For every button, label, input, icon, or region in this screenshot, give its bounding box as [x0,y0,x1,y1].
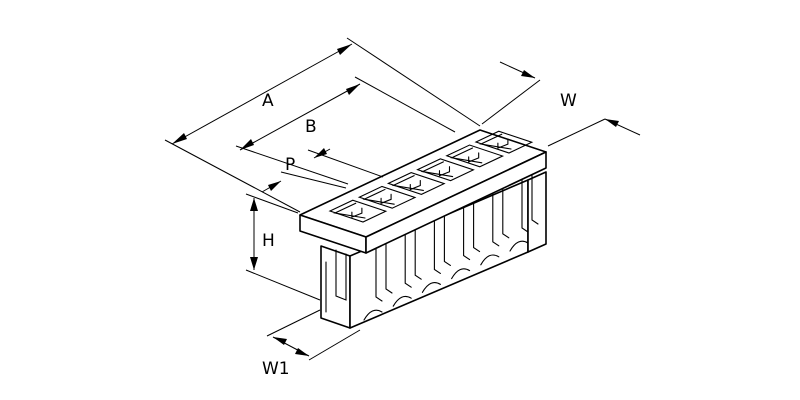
dim-p-arrow-right [314,148,327,158]
housing-right-end-face [527,171,547,253]
connector-housing [299,129,547,329]
terminal-notch [380,193,392,205]
cavity-opening [357,185,417,209]
front-rib [492,193,500,247]
dim-label-a: A [262,91,274,111]
dim-h-extension-top [245,193,299,214]
dim-label-w: W [560,91,577,111]
front-recess [480,254,500,266]
terminal-leg [531,174,539,225]
dim-a-line [171,43,353,145]
terminal-notch [438,166,451,177]
flange-right-face [365,151,547,254]
dim-w-arrow-top [521,70,535,78]
dim-b-arrow-right [346,84,360,95]
dim-w1-extension-right [308,329,361,361]
dim-label-p: P [285,155,295,175]
cavity-opening [416,158,475,182]
dim-label-w1: W1 [262,359,290,379]
front-rib [375,248,383,302]
dim-b-extension-left [235,145,349,185]
cavity-group [328,130,534,223]
terminal-notch [351,207,363,218]
dim-w-extension-top [481,79,541,125]
dim-w-arrow-bottom [605,119,619,127]
rib-group [363,174,539,321]
left-end-notch [335,249,347,301]
dim-label-h: H [262,231,275,251]
cavity-opening [328,199,388,223]
dim-h-arrow-top [250,198,258,211]
dimension-annotations: A B P W H W1 [164,37,641,379]
dim-a-arrow-right [337,44,352,55]
front-recess [451,268,471,280]
front-recess [509,240,529,252]
dim-h-extension-bottom [245,269,321,301]
dim-p-arrow-left [268,181,281,191]
terminal-leg [502,188,510,239]
front-recess [421,282,441,293]
terminal-leg [414,229,422,280]
dim-w1-extension-left [266,309,321,337]
terminal-notch [468,152,480,163]
dim-p-extension-left [280,171,347,189]
terminal-leg [473,202,481,253]
front-rib [404,234,412,288]
dim-b-line [239,83,361,151]
dim-w1-arrow-right [295,348,309,356]
front-recess [392,295,412,307]
dim-a-extension-right [346,37,481,127]
front-recess [363,309,383,321]
dim-b-arrow-left [240,139,254,150]
terminal-notch [497,138,509,149]
dim-b-extension-right [354,76,456,133]
cavity-opening [474,130,534,154]
dim-a-arrow-left [172,133,187,144]
dim-h-arrow-bottom [250,257,258,270]
terminal-leg [385,243,393,294]
front-rib [521,179,529,233]
front-rib [433,220,441,274]
dim-a-extension-left [164,139,301,213]
cavity-opening [386,172,446,195]
dim-label-b: B [305,117,317,137]
dim-w1-arrow-left [273,337,287,345]
cavity-opening [445,144,505,168]
front-rib [463,207,471,261]
terminal-leg [443,215,451,266]
terminal-notch [409,179,421,191]
dim-w-extension-bottom [547,118,606,147]
